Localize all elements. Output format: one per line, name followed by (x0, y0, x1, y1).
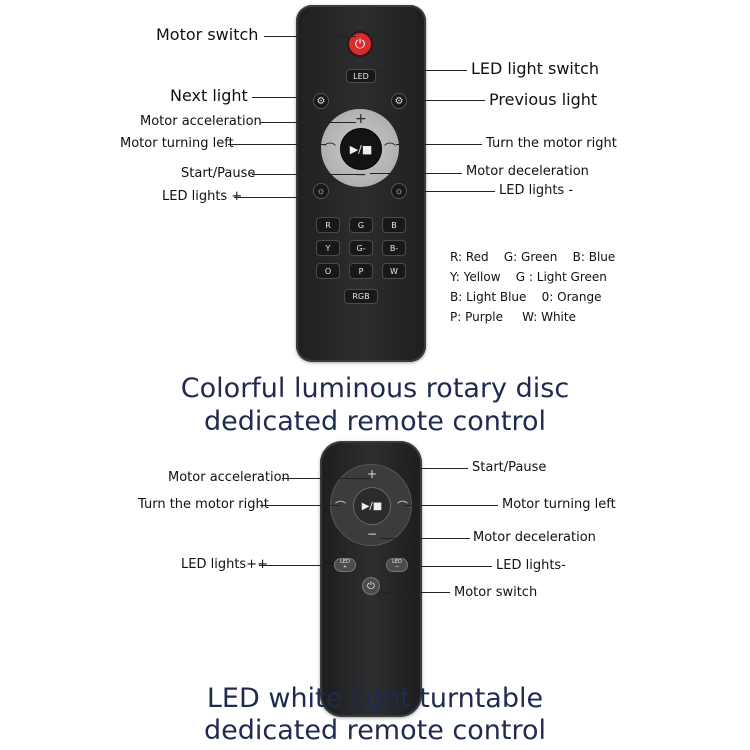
label-start-pause: Start/Pause (181, 166, 256, 181)
label-motor-turning-left: Motor turning left (120, 136, 234, 151)
label-next-light: Next light (170, 86, 248, 105)
label-motor-acceleration: Motor acceleration (140, 114, 262, 129)
remote-control-colorful: ⏻ LED ⚙ ⚙ + − ⌒ ⌒ ▶/■ ☼ ☼ R G B Y G- B- … (296, 5, 426, 362)
leader-line (377, 70, 467, 71)
leader-line (228, 144, 326, 145)
label-motor-deceleration: Motor deceleration (466, 164, 589, 179)
leader-line (234, 197, 314, 198)
rgb-button[interactable]: RGB (344, 289, 378, 304)
power-button[interactable]: ⏻ (362, 577, 380, 595)
leader-line (260, 505, 340, 506)
power-icon: ⏻ (367, 580, 375, 592)
gear-icon: ⚙ (316, 95, 326, 107)
play-pause-icon: ▶/■ (361, 500, 383, 512)
leader-line (252, 174, 358, 175)
right-arc-button[interactable]: ⌒ (384, 142, 397, 156)
direction-ring: + − ⌒ ⌒ ▶/■ (321, 109, 399, 187)
color-key-y[interactable]: Y (316, 240, 340, 256)
power-icon: ⏻ (354, 36, 366, 51)
leader-line (264, 36, 356, 37)
direction-ring: + − ⌒ ⌒ ▶/■ (330, 464, 412, 546)
label-turn-motor-right: Turn the motor right (486, 136, 617, 151)
label-led-lights-plus: LED lights + (162, 189, 243, 204)
color-legend-line-3: B: Light Blue 0: Orange (450, 290, 602, 304)
color-legend-line-2: Y: Yellow G : Light Green (450, 270, 607, 284)
previous-light-button[interactable]: ⚙ (391, 93, 407, 109)
color-key-r[interactable]: R (316, 217, 340, 233)
title-2-line-1: LED white light turntable (206, 683, 544, 714)
color-key-b-minus[interactable]: B- (382, 240, 406, 256)
left-arc-button[interactable]: ⌒ (335, 500, 346, 513)
leader-line (282, 478, 370, 479)
sun-icon: ☼ (394, 185, 404, 197)
remote-control-white-light: + − ⌒ ⌒ ▶/■ LED + LED − ⏻ (320, 441, 422, 717)
label-turn-motor-right: Turn the motor right (138, 497, 269, 512)
led-plus-button[interactable]: LED + (334, 558, 356, 572)
color-key-w[interactable]: W (382, 263, 406, 279)
color-key-g[interactable]: G (349, 217, 373, 233)
label-motor-switch: Motor switch (156, 25, 259, 44)
label-motor-acceleration: Motor acceleration (168, 470, 290, 485)
sun-icon: ☼ (316, 185, 326, 197)
minus-button[interactable]: − (367, 527, 378, 541)
left-arc-button[interactable]: ⌒ (324, 142, 337, 156)
leader-line (370, 173, 462, 174)
label-led-light-switch: LED light switch (471, 59, 600, 78)
minus-button[interactable]: − (355, 167, 367, 183)
leader-line (404, 505, 498, 506)
leader-line (407, 100, 485, 101)
power-button[interactable]: ⏻ (349, 33, 371, 55)
play-pause-button[interactable]: ▶/■ (340, 128, 382, 170)
label-led-lights-plusplus: LED lights++ (181, 557, 268, 572)
color-legend-line-1: R: Red G: Green B: Blue (450, 250, 616, 264)
plus-button[interactable]: + (355, 111, 367, 127)
leader-line (392, 468, 468, 469)
color-legend-line-4: P: Purple W: White (450, 310, 576, 324)
label-previous-light: Previous light (489, 90, 598, 109)
title-1-line-2: dedicated remote control (203, 406, 546, 437)
brightness-down-button[interactable]: ☼ (391, 183, 407, 199)
leader-line (409, 191, 495, 192)
leader-line (260, 122, 356, 123)
play-pause-icon: ▶/■ (349, 142, 373, 156)
leader-line (410, 566, 492, 567)
label-motor-turning-left: Motor turning left (502, 497, 616, 512)
leader-line (380, 592, 450, 593)
leader-line (380, 538, 470, 539)
color-key-g-minus[interactable]: G- (349, 240, 373, 256)
leader-line (396, 144, 482, 145)
led-minus-button[interactable]: LED − (386, 558, 408, 572)
color-key-o[interactable]: O (316, 263, 340, 279)
play-pause-button[interactable]: ▶/■ (353, 487, 391, 525)
next-light-button[interactable]: ⚙ (313, 93, 329, 109)
label-start-pause: Start/Pause (472, 460, 547, 475)
brightness-up-button[interactable]: ☼ (313, 183, 329, 199)
plus-button[interactable]: + (367, 467, 378, 481)
title-1-line-1: Colorful luminous rotary disc (180, 373, 570, 404)
color-key-b[interactable]: B (382, 217, 406, 233)
led-button[interactable]: LED (346, 69, 376, 83)
label-motor-deceleration: Motor deceleration (473, 530, 596, 545)
color-key-p[interactable]: P (349, 263, 373, 279)
label-motor-switch: Motor switch (454, 585, 538, 600)
right-arc-button[interactable]: ⌒ (397, 500, 408, 513)
leader-line (259, 565, 333, 566)
leader-line (252, 97, 314, 98)
label-led-lights-minus: LED lights- (496, 558, 566, 573)
title-2-line-2: dedicated remote control (203, 715, 546, 746)
gear-icon: ⚙ (394, 95, 404, 107)
label-led-lights-minus: LED lights - (499, 183, 574, 198)
